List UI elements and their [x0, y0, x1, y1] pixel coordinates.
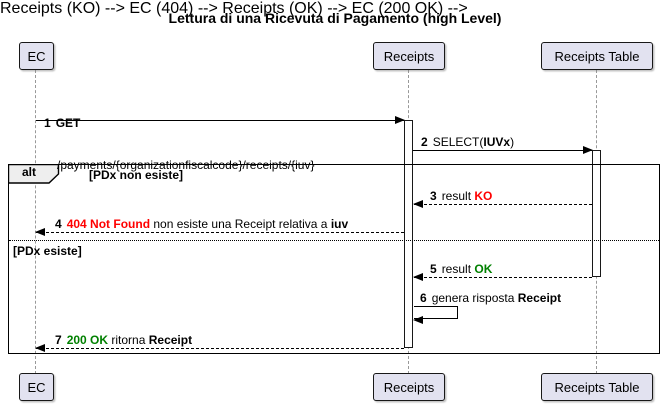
message-7-label: 7 200 OK ritorna Receipt	[55, 333, 192, 347]
alt-guard-top: [PDx non esiste]	[89, 168, 184, 182]
alt-operator-tab: alt	[7, 163, 60, 184]
participant-receipts-table-label: Receipts Table	[554, 379, 640, 395]
message-6-shaft	[414, 306, 458, 319]
participant-receipts-label: Receipts	[383, 379, 435, 395]
message-3-number: 3	[430, 189, 437, 203]
alt-frame: alt [PDx non esiste] [PDx esiste]	[7, 163, 660, 354]
message-6-text: genera risposta	[431, 291, 518, 305]
message-4-label: 4 404 Not Found non esiste una Receipt re…	[55, 217, 348, 231]
message-3-shaft	[414, 204, 592, 205]
alt-tab-shape	[7, 163, 60, 184]
message-7-status: 200 OK	[66, 333, 109, 347]
message-6-number: 6	[420, 291, 427, 305]
activation-receipts-table	[592, 150, 601, 277]
message-4-emphasis: iuv	[330, 217, 349, 231]
message-7-arrowhead	[35, 343, 45, 352]
participant-receipts-bottom: Receipts	[373, 373, 445, 401]
message-5-arrowhead	[413, 272, 423, 281]
message-3-text: result	[441, 189, 475, 203]
participant-ec-label: EC	[27, 379, 46, 395]
message-7-shaft	[36, 348, 404, 349]
message-5-status: OK	[474, 262, 493, 276]
message-6-label: 6 genera risposta Receipt	[420, 291, 561, 305]
message-1-number: 1	[44, 116, 51, 130]
lifeline-ec	[35, 70, 36, 374]
message-6-arrowhead	[413, 315, 423, 324]
message-7-emphasis: Receipt	[148, 333, 193, 347]
participant-receipts-table-bottom: Receipts Table	[541, 373, 653, 401]
message-1-label: 1 GET /payments/{organizationfiscalcode}/…	[44, 88, 315, 200]
message-2-arg: IUVx	[483, 135, 511, 149]
message-1-method: GET	[55, 116, 81, 130]
message-5-label: 5 result OK	[430, 262, 492, 276]
alt-divider	[9, 240, 659, 241]
message-1-shaft	[36, 120, 404, 121]
message-6-emphasis: Receipt	[517, 291, 562, 305]
message-2-label: 2 SELECT(IUVx)	[421, 135, 514, 149]
alt-guard-bottom: [PDx esiste]	[13, 244, 82, 258]
message-4-arrowhead	[35, 227, 45, 236]
message-4-shaft	[36, 232, 404, 233]
message-5-text: result	[441, 262, 475, 276]
message-1-path: /payments/{organizationfiscalcode}/recei…	[57, 158, 315, 172]
participant-ec-bottom: EC	[19, 373, 54, 401]
participant-receipts-top: Receipts	[373, 42, 445, 70]
message-7-number: 7	[55, 333, 62, 347]
participant-receipts-label: Receipts	[383, 48, 435, 64]
participant-ec-label: EC	[27, 48, 46, 64]
message-3-label: 3 result KO	[430, 189, 492, 203]
participant-receipts-table-label: Receipts Table	[554, 48, 640, 64]
message-2-arrowhead	[583, 145, 593, 154]
activation-receipts	[404, 120, 413, 348]
message-4-status: 404 Not Found	[66, 217, 151, 231]
message-1-arrowhead	[395, 115, 405, 124]
message-3-status: KO	[474, 189, 493, 203]
message-2-text: SELECT(	[432, 135, 484, 149]
message-4-number: 4	[55, 217, 62, 231]
alt-operator-label: alt	[21, 165, 36, 179]
message-2-shaft	[413, 150, 592, 151]
message-5-shaft	[414, 277, 592, 278]
message-2-number: 2	[421, 135, 428, 149]
message-4-text: non esiste una Receipt relativa a	[150, 217, 331, 231]
message-2-close: )	[510, 135, 515, 149]
participant-ec-top: EC	[19, 42, 54, 70]
message-3-arrowhead	[413, 199, 423, 208]
message-6-self-arrow	[413, 306, 458, 324]
participant-receipts-table-top: Receipts Table	[541, 42, 653, 70]
diagram-title: Lettura di una Ricevuta di Pagamento (hi…	[168, 10, 502, 26]
message-1-line1: 1 GET	[44, 116, 315, 130]
message-7-text: ritorna	[108, 333, 149, 347]
message-5-number: 5	[430, 262, 437, 276]
